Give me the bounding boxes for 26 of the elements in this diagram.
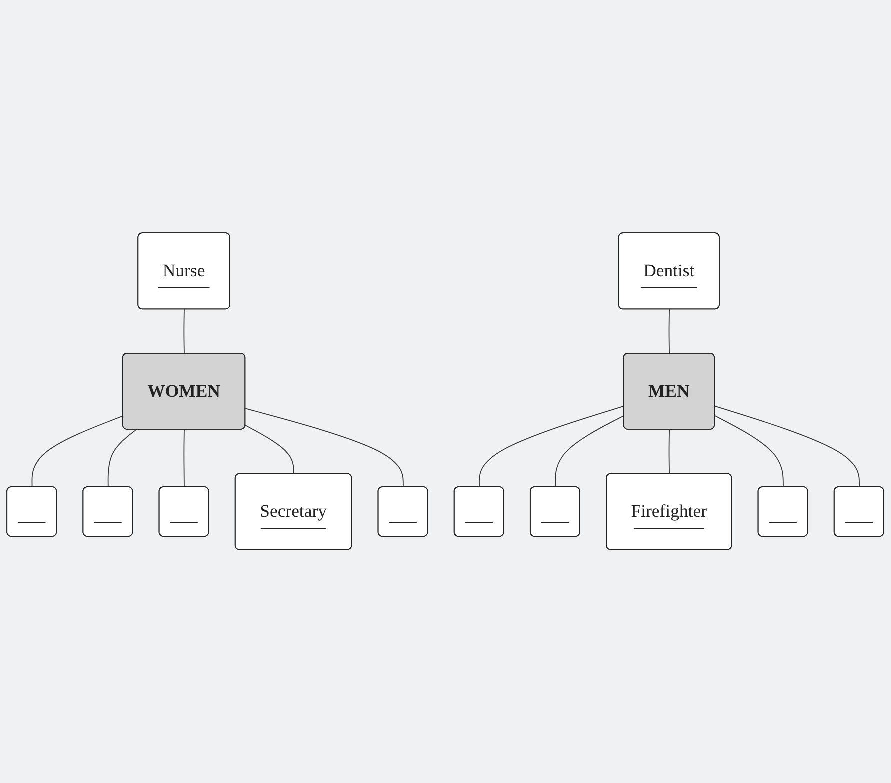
connector-line	[184, 430, 185, 488]
answer-box	[530, 486, 580, 538]
answer-box	[378, 486, 428, 538]
connector-line	[245, 408, 404, 488]
connector-line	[108, 430, 137, 488]
answer-box	[158, 486, 210, 538]
answer-box	[834, 486, 884, 538]
connector-line	[32, 416, 124, 488]
answer-box: Firefighter	[606, 473, 732, 550]
answer-box	[454, 486, 504, 538]
answer-box	[758, 486, 808, 538]
connector-line	[668, 430, 670, 475]
answer-box: Dentist	[618, 232, 720, 310]
connector-line	[555, 415, 625, 488]
connector-line	[184, 309, 185, 354]
answer-box: Nurse	[138, 232, 230, 310]
connector-line	[479, 406, 625, 488]
topic-box: WOMEN	[122, 353, 246, 430]
connector-line	[245, 425, 294, 475]
connector-line	[668, 309, 670, 354]
answer-box	[6, 486, 58, 538]
connector-line	[714, 406, 860, 488]
answer-box	[82, 486, 134, 538]
answer-box: Secretary	[234, 473, 352, 550]
topic-box: MEN	[623, 353, 715, 430]
connector-line	[714, 415, 784, 488]
